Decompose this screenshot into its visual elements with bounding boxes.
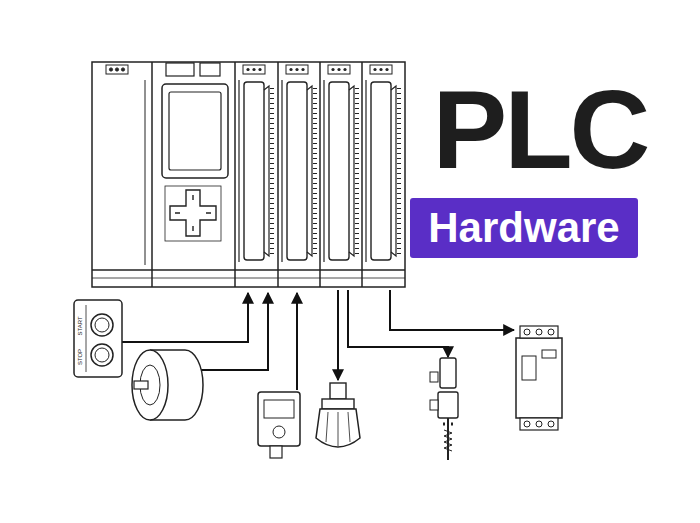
module-divider [319, 62, 321, 287]
motor-starter [516, 326, 562, 430]
title-text: PLC [420, 68, 660, 191]
button-label: START [77, 316, 83, 335]
module-divider [151, 62, 153, 287]
plc-rack [92, 62, 405, 287]
module-divider [277, 62, 279, 287]
rack-outline [92, 62, 405, 287]
title-band: Hardware [410, 198, 638, 258]
rotary-encoder [132, 350, 203, 420]
band-text: Hardware [428, 205, 619, 251]
power-supply-module [106, 65, 145, 265]
io-module [239, 65, 272, 262]
rack-base [92, 278, 405, 279]
cpu-module [162, 63, 228, 241]
signal-beacon [316, 383, 360, 447]
io-module [324, 65, 357, 262]
io-module [366, 65, 399, 262]
pushbutton-station [74, 300, 122, 377]
sensor-display [258, 392, 300, 458]
io-module [282, 65, 315, 262]
solenoid-valve [430, 358, 458, 460]
module-divider [361, 62, 363, 287]
rack-base [92, 269, 405, 271]
module-divider [234, 62, 236, 287]
button-label: STOP [77, 349, 83, 365]
